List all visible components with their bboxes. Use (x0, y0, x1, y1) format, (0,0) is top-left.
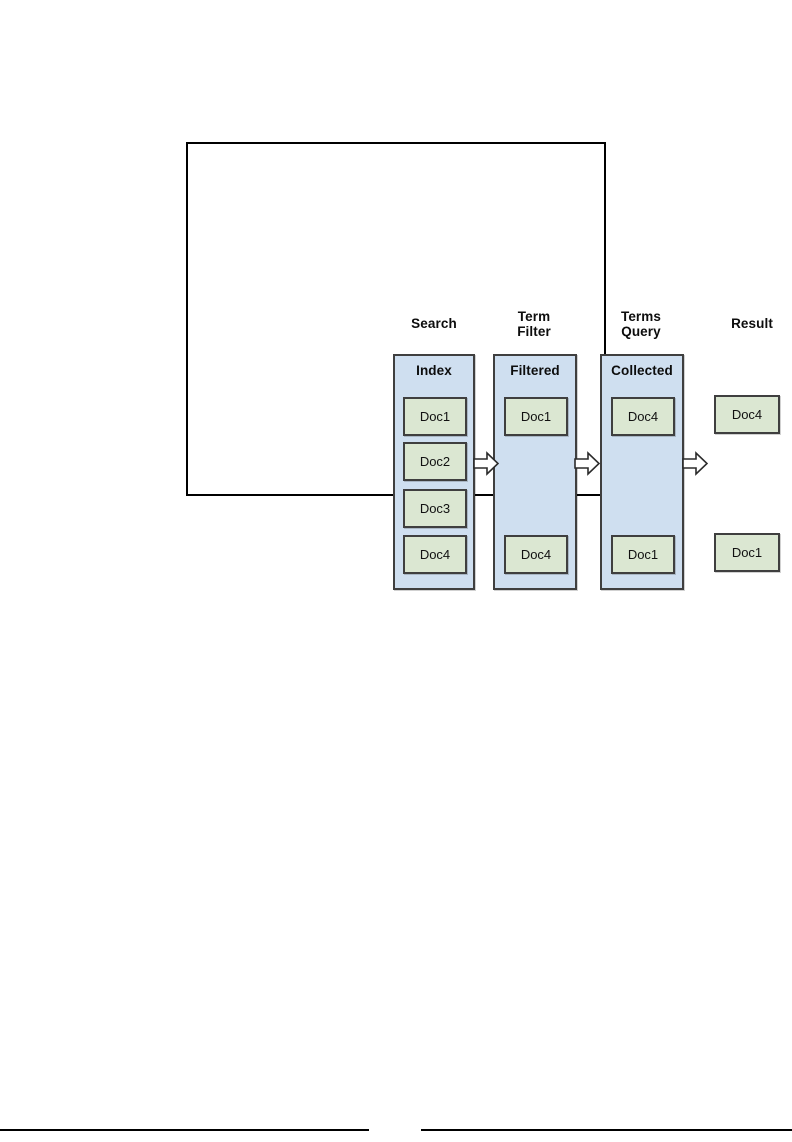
document-box: Doc1 (504, 397, 568, 436)
stage-heading-search: Search (411, 316, 457, 331)
document-box: Doc4 (403, 535, 467, 574)
document-box: Doc1 (714, 533, 780, 572)
stage-heading-term-filter: Term Filter (517, 308, 551, 339)
arrow-right-icon (682, 451, 708, 476)
figure-frame: Search Term Filter Terms Query Result In… (186, 142, 780, 590)
document-box: Doc2 (403, 442, 467, 481)
arrow-right-icon (473, 451, 499, 476)
page-footer-rule-right (421, 1129, 792, 1131)
stage-container-index: Index Doc1 Doc2 Doc3 Doc4 (393, 354, 475, 590)
document-box: Doc4 (714, 395, 780, 434)
document-box: Doc4 (611, 397, 675, 436)
stage-heading-terms-query: Terms Query (620, 308, 662, 339)
container-title-index: Index (416, 363, 452, 378)
document-box: Doc3 (403, 489, 467, 528)
document-box: Doc1 (403, 397, 467, 436)
stage-container-filtered: Filtered Doc1 Doc4 (493, 354, 577, 590)
stage-container-collected: Collected Doc4 Doc1 (600, 354, 684, 590)
arrow-right-icon (574, 451, 600, 476)
page-footer-rule-left (0, 1129, 369, 1131)
container-title-filtered: Filtered (510, 363, 560, 378)
container-title-collected: Collected (611, 363, 673, 378)
stage-heading-result: Result (731, 316, 773, 331)
document-box: Doc1 (611, 535, 675, 574)
document-box: Doc4 (504, 535, 568, 574)
